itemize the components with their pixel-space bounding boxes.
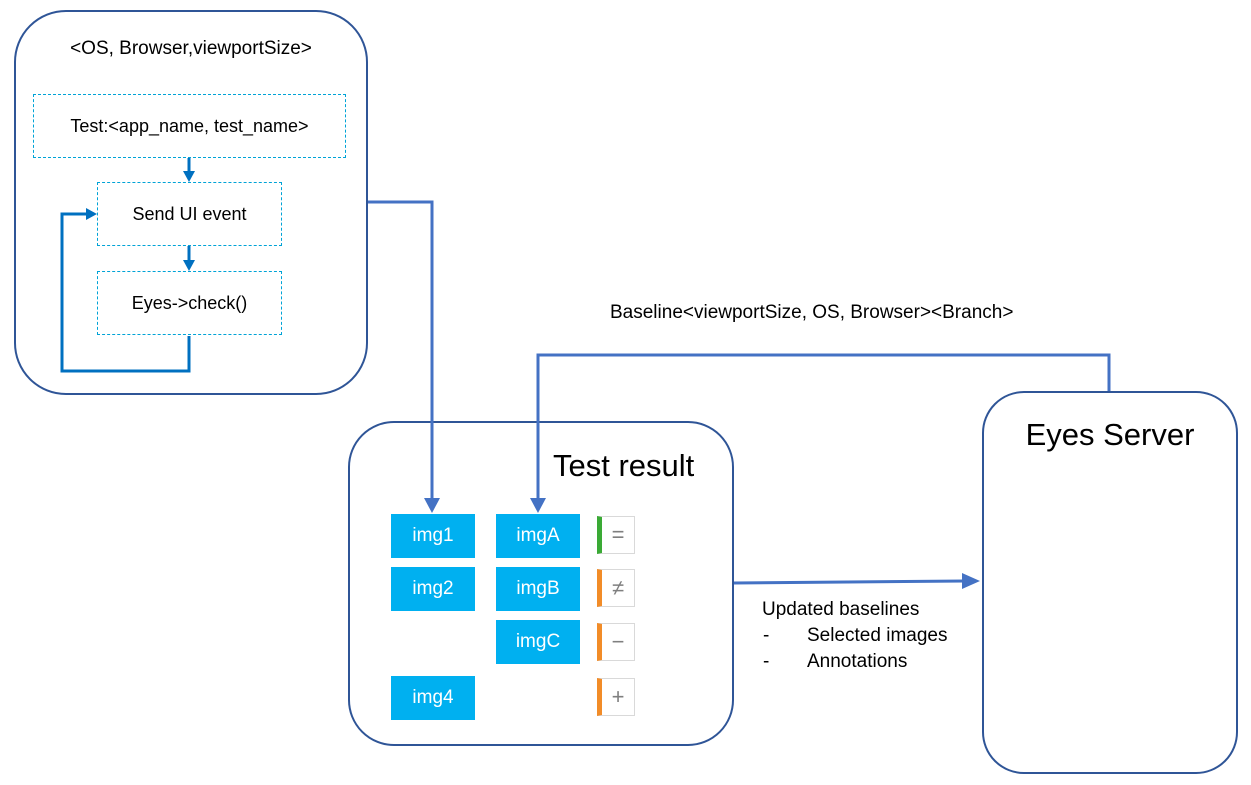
baseline-label: Baseline<viewportSize, OS, Browser><Bran… [610, 302, 1014, 323]
arrow-head [183, 260, 195, 271]
eyes-server-title: Eyes Server [1025, 417, 1195, 452]
eyes-check-box: Eyes->check() [97, 271, 282, 335]
send-ui-event-label: Send UI event [132, 203, 247, 224]
update-note-bullet: - [763, 625, 770, 646]
send-ui-event-box: Send UI event [97, 182, 282, 246]
test-step-label: Test:<app_name, test_name> [70, 115, 309, 136]
arrow-head [86, 208, 97, 220]
baseline-tile-imgA: imgA [496, 514, 580, 558]
eyes-server-container [982, 391, 1238, 774]
baseline-tile-imgB: imgB [496, 567, 580, 611]
arrow-head [530, 498, 546, 513]
status-new-icon: + [597, 678, 635, 716]
eyes-check-label: Eyes->check() [131, 292, 248, 313]
arrow-head [183, 171, 195, 182]
arrow-head [424, 498, 440, 513]
baseline-connector [536, 353, 1111, 500]
client-to-result-connector [368, 200, 434, 500]
image-tile-img4: img4 [391, 676, 475, 720]
test-result-title: Test result [553, 448, 695, 483]
status-missing-icon: − [597, 623, 635, 661]
arrow-head [962, 573, 980, 589]
client-header: <OS, Browser,viewportSize> [70, 38, 312, 59]
status-different-icon: ≠ [597, 569, 635, 607]
image-tile-img1: img1 [391, 514, 475, 558]
update-note-heading: Updated baselines [762, 599, 920, 620]
baseline-tile-imgC: imgC [496, 620, 580, 664]
update-note-bullet: - [763, 651, 770, 672]
image-tile-img2: img2 [391, 567, 475, 611]
loop-connector [60, 212, 191, 373]
status-equal-icon: = [597, 516, 635, 554]
update-connector [733, 579, 966, 585]
update-note-item: Selected images [807, 625, 948, 646]
update-note-item: Annotations [807, 651, 908, 672]
test-step-box: Test:<app_name, test_name> [33, 94, 346, 158]
